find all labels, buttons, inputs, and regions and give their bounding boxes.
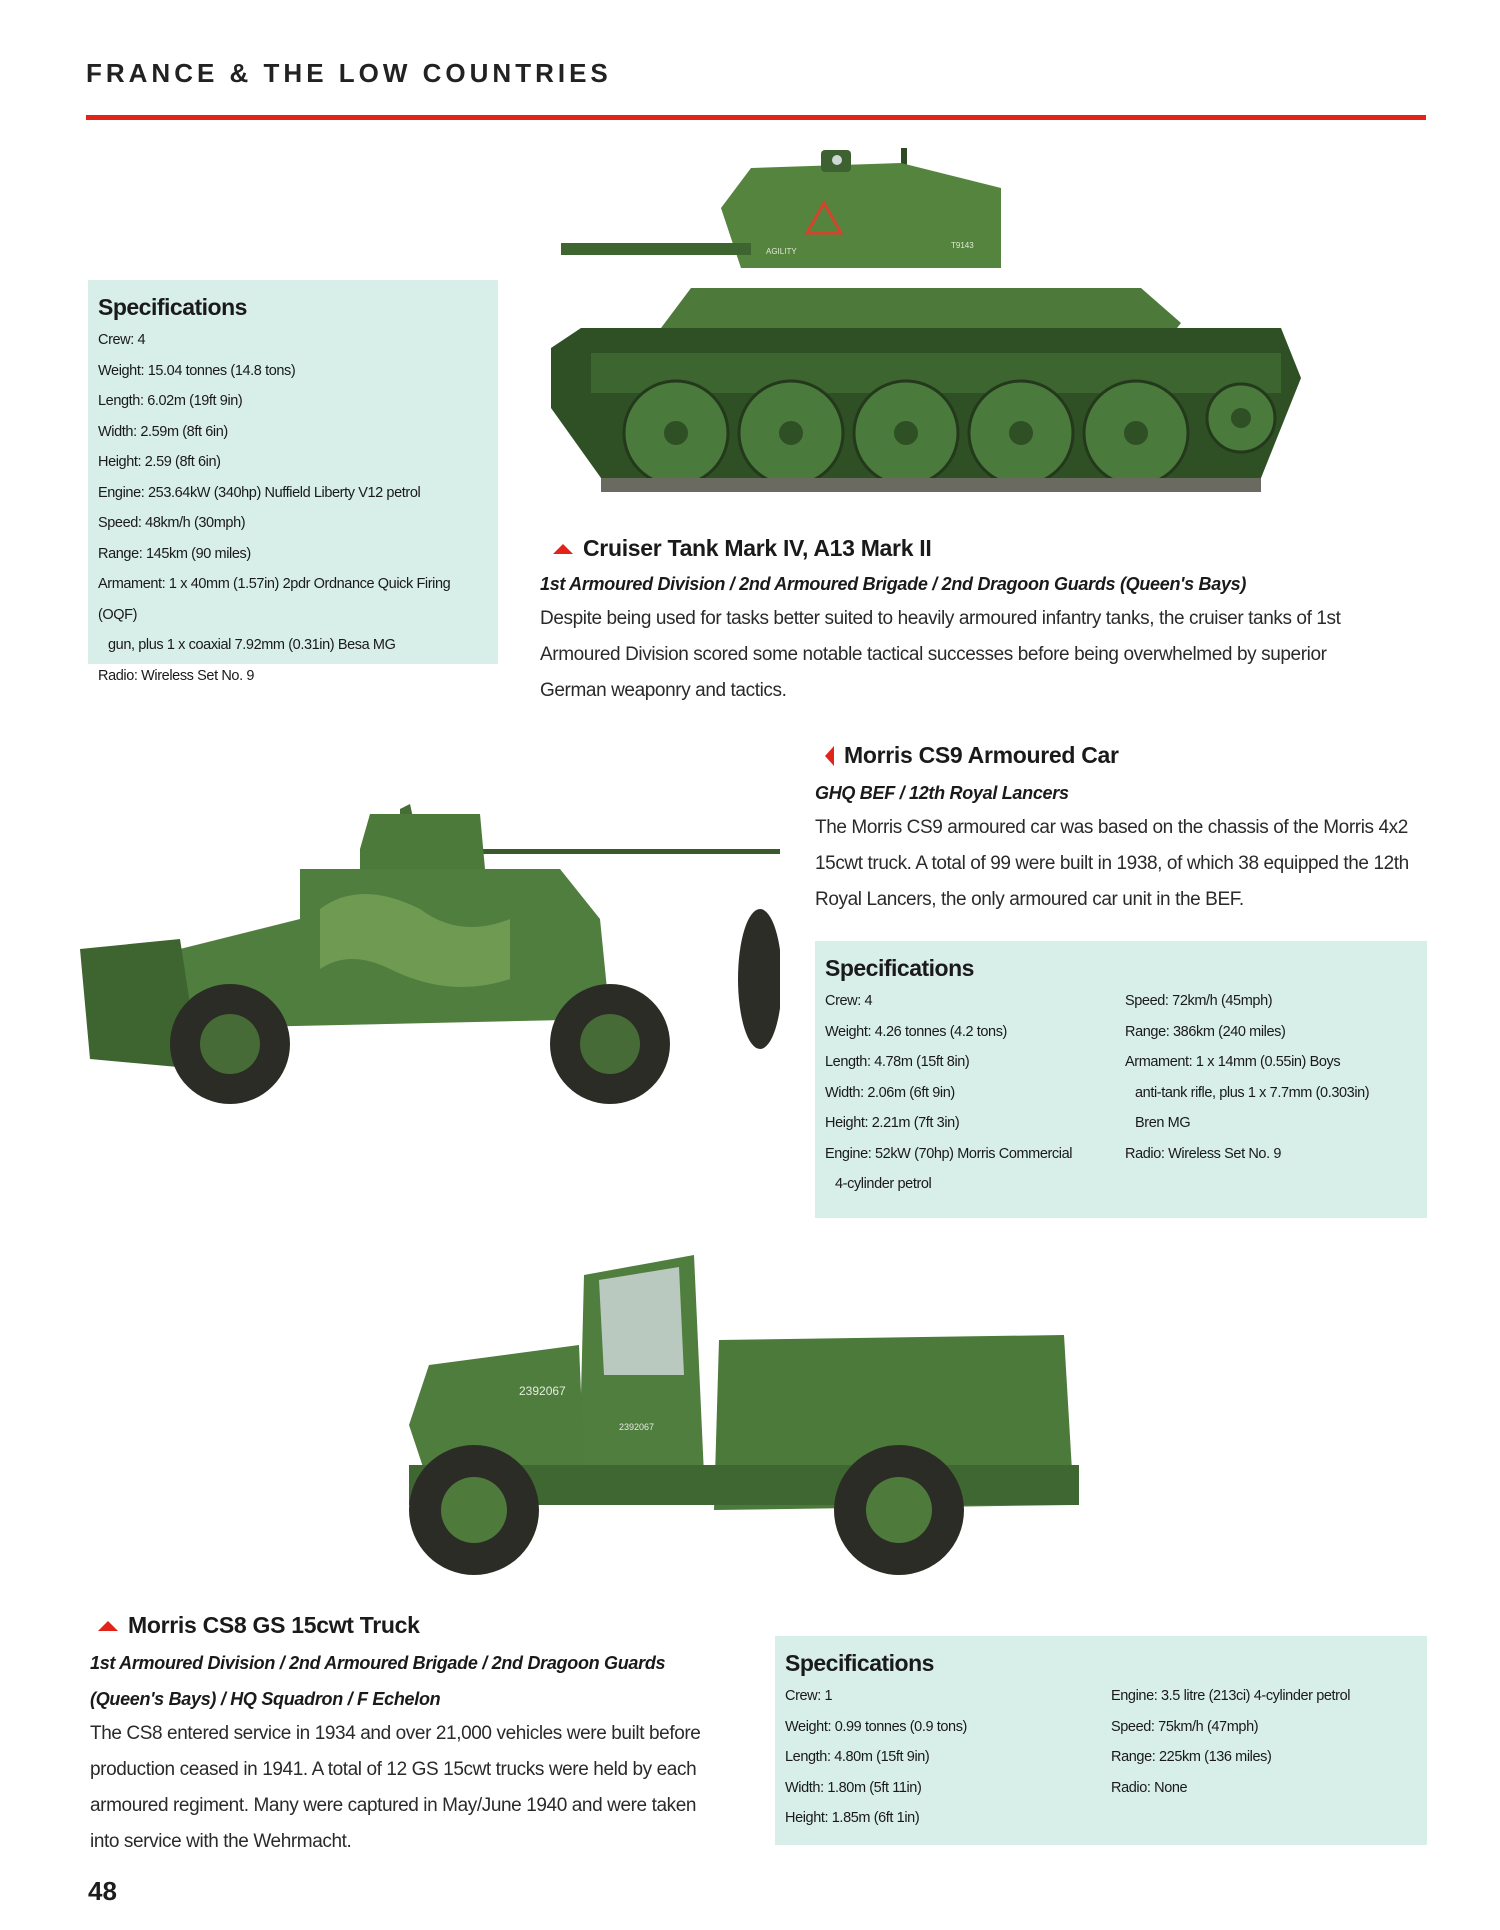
spec-weight: Weight: 0.99 tonnes (0.9 tons) [785, 1718, 967, 1735]
spec-crew: Crew: 1 [785, 1688, 833, 1704]
bonnet-number: 2392067 [519, 1384, 566, 1398]
armoured-car-name: Morris CS9 Armoured Car [844, 742, 1119, 768]
spec-width: Width: 2.06m (6ft 9in) [825, 1084, 955, 1101]
armoured-car-illustration [80, 804, 780, 1104]
spec-length: Length: 6.02m (19ft 9in) [98, 393, 243, 409]
truck-illustration: 2392067 2392067 [409, 1255, 1079, 1575]
spec-armament: Armament: 1 x 14mm (0.55in) Boys [1125, 1054, 1341, 1070]
spec-engine: Engine: 3.5 litre (213ci) 4-cylinder pet… [1111, 1688, 1351, 1704]
truck-unit-line2: (Queen's Bays) / HQ Squadron / F Echelon [90, 1689, 441, 1709]
spec-crew: Crew: 4 [825, 993, 873, 1009]
truck-title: Morris CS8 GS 15cwt Truck [98, 1612, 420, 1639]
spec-width: Width: 2.59m (8ft 6in) [98, 423, 228, 440]
specs-heading: Specifications [98, 294, 247, 320]
armoured-car-unit: GHQ BEF / 12th Royal Lancers [815, 783, 1069, 803]
triangle-up-icon [98, 1620, 118, 1631]
tank-description: Despite being used for tasks better suit… [540, 608, 1341, 701]
page-number: 48 [88, 1876, 117, 1906]
turret-number: T9143 [951, 241, 974, 250]
spec-crew: Crew: 4 [98, 332, 146, 348]
tank-title: Cruiser Tank Mark IV, A13 Mark II [553, 535, 932, 562]
specs-heading: Specifications [785, 1650, 934, 1676]
spec-weight: Weight: 4.26 tonnes (4.2 tons) [825, 1023, 1007, 1040]
spec-armament-cont: gun, plus 1 x coaxial 7.92mm (0.31in) Be… [108, 637, 396, 653]
spec-range: Range: 386km (240 miles) [1125, 1023, 1286, 1040]
spec-range: Range: 145km (90 miles) [98, 545, 251, 562]
armoured-car-specs-box: Specifications Crew: 4 Weight: 4.26 tonn… [815, 941, 1427, 1218]
cruiser-tank-illustration: AGILITY T9143 [551, 148, 1301, 492]
section-title: FRANCE & THE LOW COUNTRIES [86, 58, 612, 88]
spec-height: Height: 1.85m (6ft 1in) [785, 1810, 920, 1826]
header-divider [86, 115, 1426, 120]
spec-width: Width: 1.80m (5ft 11in) [785, 1779, 922, 1796]
triangle-left-icon [825, 745, 834, 766]
spec-height: Height: 2.59 (8ft 6in) [98, 454, 221, 470]
spec-length: Length: 4.80m (15ft 9in) [785, 1749, 930, 1765]
spec-armament-cont: anti-tank rifle, plus 1 x 7.7mm (0.303in… [1135, 1084, 1370, 1101]
spec-radio: Radio: Wireless Set No. 9 [98, 667, 255, 684]
tank-name: Cruiser Tank Mark IV, A13 Mark II [583, 535, 932, 561]
turret-marking: AGILITY [766, 247, 797, 256]
spec-armament-cont2: Bren MG [1135, 1115, 1191, 1131]
spec-engine: Engine: 52kW (70hp) Morris Commercial [825, 1145, 1073, 1162]
spec-speed: Speed: 48km/h (30mph) [98, 515, 246, 531]
truck-description: The CS8 entered service in 1934 and over… [90, 1723, 701, 1852]
spec-armament: Armament: 1 x 40mm (1.57in) 2pdr Ordnanc… [98, 576, 451, 623]
tank-specs-box: Specifications Crew: 4 Weight: 15.04 ton… [88, 280, 498, 684]
spec-radio: Radio: Wireless Set No. 9 [1125, 1145, 1282, 1162]
spec-engine-cont: 4-cylinder petrol [835, 1176, 932, 1192]
spec-range: Range: 225km (136 miles) [1111, 1749, 1272, 1765]
triangle-up-icon [553, 543, 573, 554]
spec-speed: Speed: 75km/h (47mph) [1111, 1718, 1259, 1735]
door-number: 2392067 [619, 1422, 654, 1432]
tank-unit: 1st Armoured Division / 2nd Armoured Bri… [540, 574, 1247, 594]
truck-unit-line1: 1st Armoured Division / 2nd Armoured Bri… [90, 1653, 666, 1673]
spec-weight: Weight: 15.04 tonnes (14.8 tons) [98, 362, 296, 379]
spec-radio: Radio: None [1111, 1779, 1188, 1796]
spec-speed: Speed: 72km/h (45mph) [1125, 993, 1273, 1009]
truck-specs-box: Specifications Crew: 1 Weight: 0.99 tonn… [775, 1636, 1427, 1845]
truck-name: Morris CS8 GS 15cwt Truck [128, 1612, 420, 1638]
spec-engine: Engine: 253.64kW (340hp) Nuffield Libert… [98, 484, 421, 501]
armoured-car-description: The Morris CS9 armoured car was based on… [815, 817, 1409, 910]
spec-length: Length: 4.78m (15ft 8in) [825, 1054, 970, 1070]
spec-height: Height: 2.21m (7ft 3in) [825, 1115, 960, 1131]
specs-heading: Specifications [825, 955, 974, 981]
armoured-car-title: Morris CS9 Armoured Car [825, 742, 1119, 769]
